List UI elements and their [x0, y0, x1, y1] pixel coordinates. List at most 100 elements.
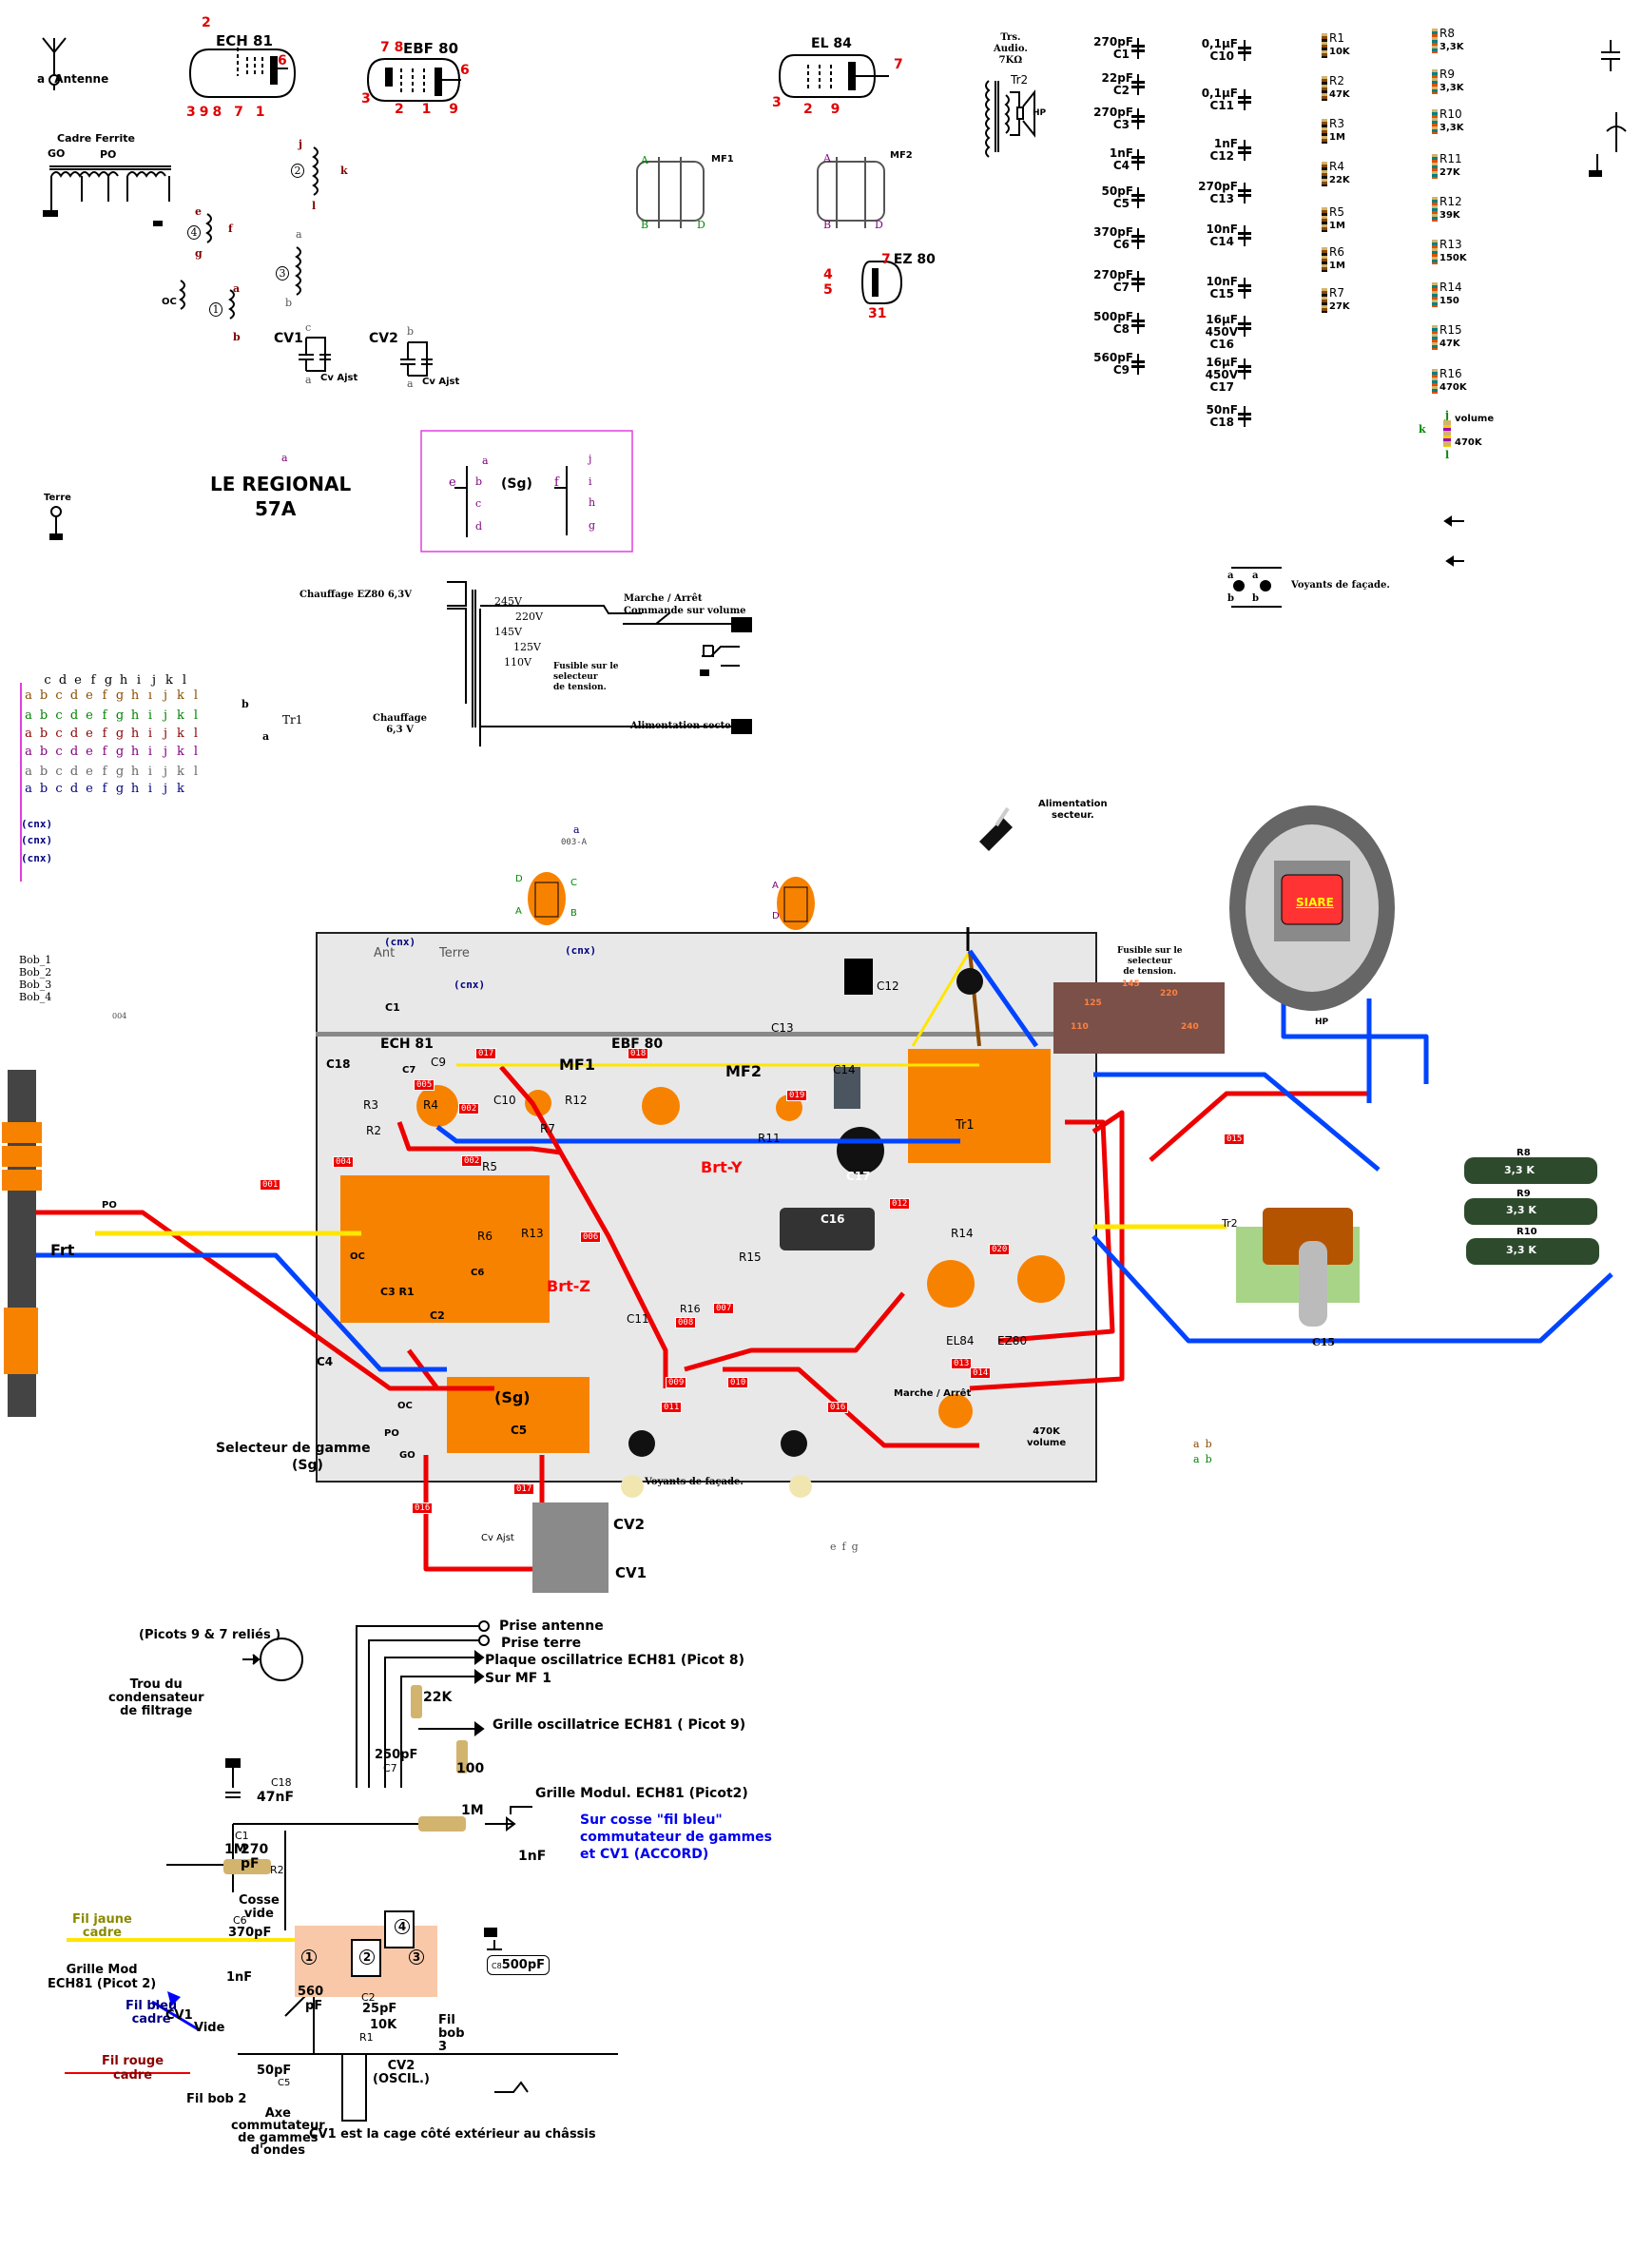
- chassis-c12-label: C12: [877, 979, 899, 993]
- mf2-can-pin-a: A: [772, 881, 779, 891]
- resistor-name: R7: [1329, 286, 1344, 300]
- capacitor-value: 22pF: [1101, 71, 1134, 85]
- cv2-pin-b: b: [407, 325, 415, 338]
- mf1-pin-a: A: [641, 154, 648, 166]
- chassis-c16-label: C16: [821, 1212, 845, 1226]
- capacitor-icon: [1131, 228, 1152, 249]
- detail-c7-value: 250pF: [375, 1748, 418, 1762]
- misc-symbols: [1231, 40, 1627, 608]
- arrow-label-prise-terre: Prise terre: [501, 1636, 582, 1651]
- ground-terminal-icon: [49, 506, 63, 540]
- chassis-r12-label: R12: [565, 1094, 588, 1107]
- capacitor-value: 10nF: [1206, 223, 1238, 236]
- ab-labels-green: ab: [1193, 1453, 1218, 1465]
- capacitor-icon: [1131, 38, 1152, 59]
- cv1-pin-a: a: [305, 374, 312, 386]
- ez80-pins-bottom: 31: [868, 306, 887, 321]
- mf1-can-icon: [528, 872, 566, 925]
- resistor-name: R4: [1329, 160, 1344, 173]
- wire-tag: 007: [713, 1303, 735, 1314]
- chassis-oc-label-2: OC: [350, 1251, 365, 1262]
- capacitor-icon: [1131, 149, 1152, 170]
- chassis-r2-label: R2: [366, 1124, 381, 1137]
- detail-c18-value: 47nF: [257, 1790, 295, 1805]
- wire-tag: 016: [412, 1502, 434, 1514]
- arrow-label-sur-mf1: Sur MF 1: [485, 1671, 551, 1686]
- resistor-value: 27K: [1329, 301, 1350, 312]
- volume-pin-k: k: [1419, 423, 1426, 436]
- detail-1nf: 1nF: [226, 1970, 253, 1985]
- wire-tag: 006: [580, 1231, 602, 1243]
- code-003a: 003-A: [561, 838, 588, 847]
- resistor-value: 150: [1439, 296, 1459, 306]
- detail-c7-label: C7: [383, 1762, 397, 1774]
- capacitor-value: 16µF 450V: [1205, 313, 1238, 339]
- volume-pin-l: l: [1445, 449, 1450, 461]
- resistor-icon: [1322, 162, 1327, 186]
- wire-tag: 019: [786, 1090, 808, 1101]
- chassis-c11-label: C11: [627, 1312, 649, 1326]
- capacitor-value: 1nF: [1109, 146, 1133, 160]
- chassis-voyants-label: Voyants de façade.: [645, 1477, 744, 1487]
- chassis-c9-label: C9: [431, 1056, 447, 1069]
- sg-pin-a2: a: [482, 455, 489, 467]
- fuse-value-220: 220: [1160, 989, 1178, 998]
- ebf80-pin-left: 3: [361, 91, 371, 107]
- wire-tag: 016: [827, 1402, 849, 1413]
- wire-tag: 002: [461, 1155, 483, 1167]
- capacitor-icon: [1238, 359, 1259, 379]
- c15-panel-label: C15: [1312, 1336, 1336, 1348]
- detail-r100: 100: [456, 1761, 485, 1776]
- mains-plug-icon: [979, 818, 1013, 851]
- chassis-c3r1-label: C3 R1: [380, 1286, 415, 1298]
- capacitor-value: 560pF: [1093, 351, 1133, 364]
- blue-note: Sur cosse "fil bleu"commutateur de gamme…: [580, 1812, 772, 1862]
- coil4-pin-g: g: [195, 247, 203, 260]
- lamp-pin-b2: b: [1252, 593, 1259, 604]
- el84-pin-right: 7: [894, 57, 903, 72]
- lamps-label: Voyants de façade.: [1291, 580, 1390, 591]
- mf1-pin-b: B: [641, 219, 649, 231]
- ferrite-frame-icon: [43, 165, 171, 217]
- detail-r1-value: 10K: [370, 2018, 397, 2032]
- resistor-name: R9: [1439, 68, 1455, 81]
- cv2-pin-a: a: [407, 378, 414, 390]
- chassis-c18-label: C18: [326, 1057, 351, 1071]
- resistor-icon: [1322, 119, 1327, 144]
- frt-label: Frt: [50, 1241, 75, 1259]
- coil-icons: [179, 146, 319, 320]
- power-resistor-r8-icon: [1464, 1157, 1597, 1184]
- ebf80-label: EBF 80: [403, 40, 459, 57]
- title-line2: 57A: [255, 497, 297, 520]
- capacitor-name: C1: [1112, 48, 1130, 61]
- fuse-value-110: 110: [1071, 1022, 1089, 1032]
- wire-tag: 005: [414, 1079, 435, 1091]
- chassis-ez80-label: EZ80: [997, 1334, 1028, 1347]
- capacitor-value: 500pF: [1093, 310, 1133, 323]
- r10-label: R10: [1516, 1227, 1537, 1237]
- capacitor-name: C16: [1209, 338, 1234, 351]
- mf1-pin-d: D: [697, 219, 705, 231]
- ech81-tube-icon: [188, 48, 297, 98]
- capacitor-name: C12: [1209, 149, 1234, 163]
- detail-c6-value: 370pF: [228, 1926, 272, 1940]
- mf2-pin-d: D: [875, 219, 883, 231]
- ab-labels-brown: ab: [1193, 1438, 1218, 1450]
- capacitor-value: 50nF: [1206, 403, 1238, 417]
- arrow-label-grille-mod: Grille Modul. ECH81 (Picot2): [535, 1786, 748, 1801]
- detail-c2-value: 25pF: [362, 2002, 397, 2016]
- detail-c2-label: C2: [361, 1991, 376, 2004]
- detail-r2-label: R2: [270, 1864, 284, 1876]
- capacitor-name: C17: [1209, 380, 1234, 394]
- ez80-tube-icon: [860, 261, 903, 304]
- volume-pin-j: j: [1445, 409, 1449, 421]
- cadre-po-label: PO: [100, 148, 117, 161]
